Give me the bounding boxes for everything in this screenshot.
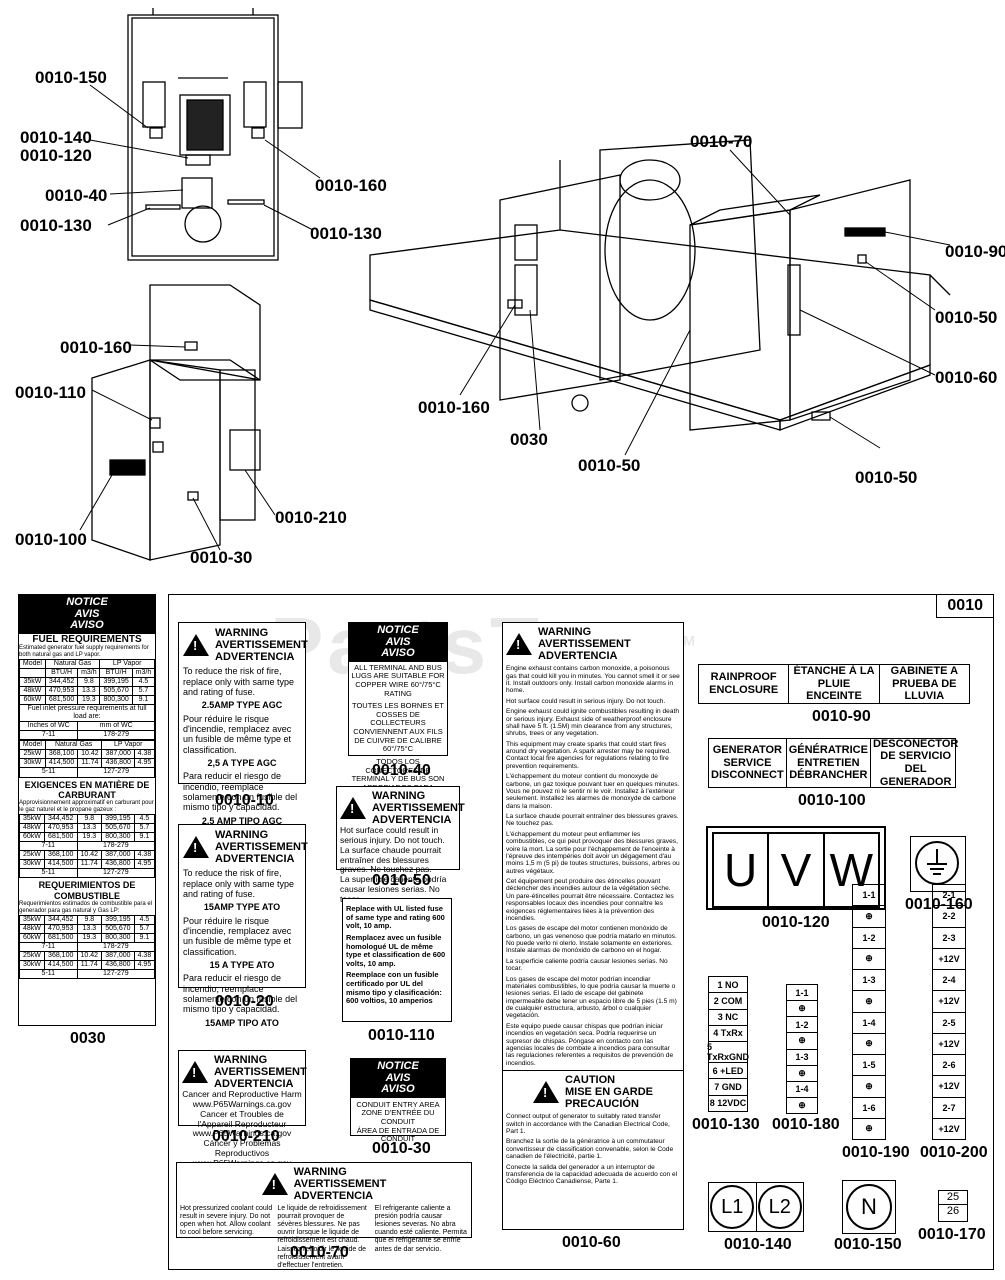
decal-0010-150: N: [842, 1180, 896, 1234]
warning-triangle-icon: [183, 634, 209, 657]
generator-drawing: [369, 139, 951, 431]
decal-0010-170: 25 26: [938, 1190, 968, 1222]
label-0010-120: 0010-120: [762, 914, 830, 931]
label-0010-190: 0010-190: [842, 1144, 910, 1161]
junction-box-drawing: [91, 284, 261, 561]
callout-0010-150[interactable]: 0010-150: [35, 68, 107, 87]
control-panel-drawing: [127, 8, 303, 261]
label-0010-10: 0010-10: [215, 792, 274, 809]
label-0010-170: 0010-170: [918, 1226, 986, 1243]
decal-0010-190: 1-1⊕1-2⊕ 1-3⊕1-4⊕ 1-5⊕1-6⊕: [852, 884, 886, 1140]
callout-0010-160-mid[interactable]: 0010-160: [60, 338, 132, 357]
decal-0010-140: L1 L2: [708, 1182, 804, 1232]
warning-triangle-icon: [261, 1173, 288, 1196]
label-0010-180: 0010-180: [772, 1116, 840, 1133]
callout-0010-120[interactable]: 0010-120: [20, 146, 92, 165]
callout-0010-100[interactable]: 0010-100: [15, 530, 87, 549]
label-0010-130: 0010-130: [692, 1116, 760, 1133]
warning-triangle-icon: [183, 836, 209, 859]
label-0010-40: 0010-40: [372, 762, 431, 779]
label-0030: 0030: [70, 1030, 106, 1047]
warning-triangle-icon: [506, 633, 532, 656]
label-0010-110: 0010-110: [368, 1027, 435, 1044]
sheet-number: 0010: [936, 595, 993, 618]
decal-0010-90: RAINPROOF ENCLOSURE ÉTANCHE À LA PLUIE E…: [698, 664, 970, 704]
label-0010-20: 0010-20: [215, 993, 274, 1010]
exploded-view-drawing: [79, 8, 951, 561]
callout-0010-50-right[interactable]: 0010-50: [935, 308, 998, 327]
decal-0010-160: [910, 836, 966, 892]
label-0010-90: 0010-90: [812, 708, 871, 725]
callout-0010-40[interactable]: 0010-40: [45, 186, 108, 205]
warning-triangle-icon: [340, 797, 366, 820]
warning-triangle-icon: [182, 1061, 208, 1084]
callout-0010-160-gen[interactable]: 0010-160: [418, 398, 490, 417]
callout-0030[interactable]: 0030: [510, 430, 548, 449]
decal-0010-120: U V W: [706, 826, 886, 910]
callout-0010-130-right[interactable]: 0010-130: [310, 224, 382, 243]
decal-0010-110: Replace with UL listed fuse of same type…: [342, 898, 452, 1022]
label-0010-200: 0010-200: [920, 1144, 988, 1161]
label-0010-210: 0010-210: [212, 1128, 280, 1145]
callout-0010-210[interactable]: 0010-210: [275, 508, 347, 527]
callout-0010-160-top[interactable]: 0010-160: [315, 176, 387, 195]
decal-sheet: 0010: [168, 594, 994, 1270]
callout-0010-130-top[interactable]: 0010-130: [20, 216, 92, 235]
label-0010-70: 0010-70: [290, 1244, 349, 1261]
label-0010-50: 0010-50: [372, 872, 431, 889]
callout-0010-50-bottom[interactable]: 0010-50: [578, 456, 641, 475]
callout-0010-30[interactable]: 0010-30: [190, 548, 253, 567]
decal-0010-100: GENERATOR SERVICE DISCONNECT GÉNÉRATRICE…: [708, 738, 958, 788]
callout-0010-70[interactable]: 0010-70: [690, 132, 753, 151]
callout-0010-90[interactable]: 0010-90: [945, 242, 1005, 261]
label-0010-30: 0010-30: [372, 1140, 431, 1157]
decal-0010-180: 1-1⊕1-2⊕ 1-3⊕1-4⊕: [786, 984, 818, 1114]
label-0010-160: 0010-160: [905, 896, 973, 913]
label-0010-60: 0010-60: [562, 1234, 621, 1251]
callout-0010-140[interactable]: 0010-140: [20, 128, 92, 147]
ground-icon: [915, 841, 959, 885]
label-0010-100: 0010-100: [798, 792, 866, 809]
callout-0010-50-base[interactable]: 0010-50: [855, 468, 918, 487]
caution-triangle-icon: [532, 1081, 559, 1104]
leader-lines: [79, 84, 951, 551]
callout-0010-110[interactable]: 0010-110: [15, 383, 86, 402]
label-0010-150: 0010-150: [834, 1236, 902, 1253]
callout-0010-60[interactable]: 0010-60: [935, 368, 998, 387]
label-0010-140: 0010-140: [724, 1236, 792, 1253]
